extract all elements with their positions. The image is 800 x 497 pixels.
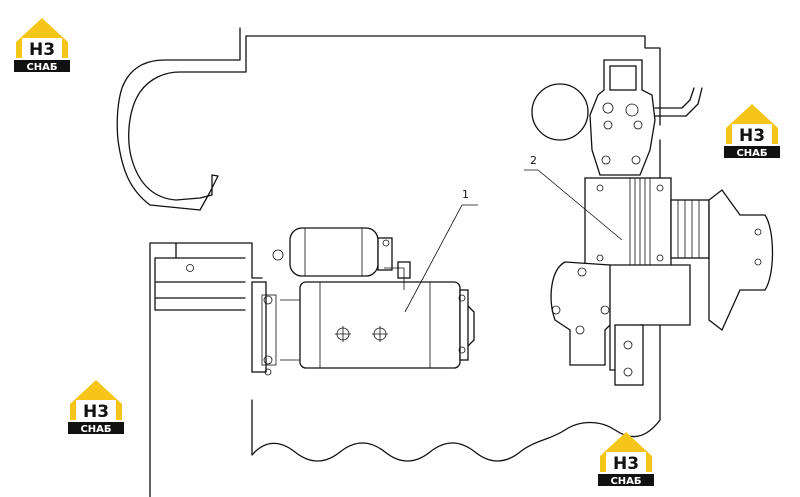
engine-block-outline (116, 27, 661, 211)
brand-logo: H3 СНАБ (68, 380, 124, 435)
pulley (670, 199, 710, 259)
svg-text:СНАБ: СНАБ (736, 148, 767, 159)
callout-1-leader (404, 204, 478, 313)
svg-text:СНАБ: СНАБ (26, 62, 57, 73)
round-cap (531, 83, 589, 141)
flywheel-housing (149, 242, 263, 497)
svg-text:H3: H3 (613, 454, 639, 474)
housing-bolt (186, 264, 194, 272)
svg-text:СНАБ: СНАБ (610, 476, 641, 487)
brand-logo: H3 СНАБ (724, 104, 780, 159)
callout-1-label: 1 (462, 188, 469, 201)
break-line (251, 399, 661, 462)
svg-text:H3: H3 (83, 402, 109, 422)
svg-text:H3: H3 (29, 40, 55, 60)
solenoid (289, 227, 379, 277)
starter-motor-body (299, 281, 461, 369)
callout-2-leader (524, 169, 623, 241)
brand-logo: H3 СНАБ (598, 432, 654, 487)
starter-flange (251, 281, 267, 373)
callout-2-label: 2 (530, 154, 537, 167)
svg-text:H3: H3 (739, 126, 765, 146)
thermostat-housing (589, 59, 656, 176)
svg-text:СНАБ: СНАБ (80, 424, 111, 435)
brand-logo: H3 СНАБ (14, 18, 70, 73)
fan-hub (708, 189, 774, 332)
mount-plate (614, 324, 644, 386)
